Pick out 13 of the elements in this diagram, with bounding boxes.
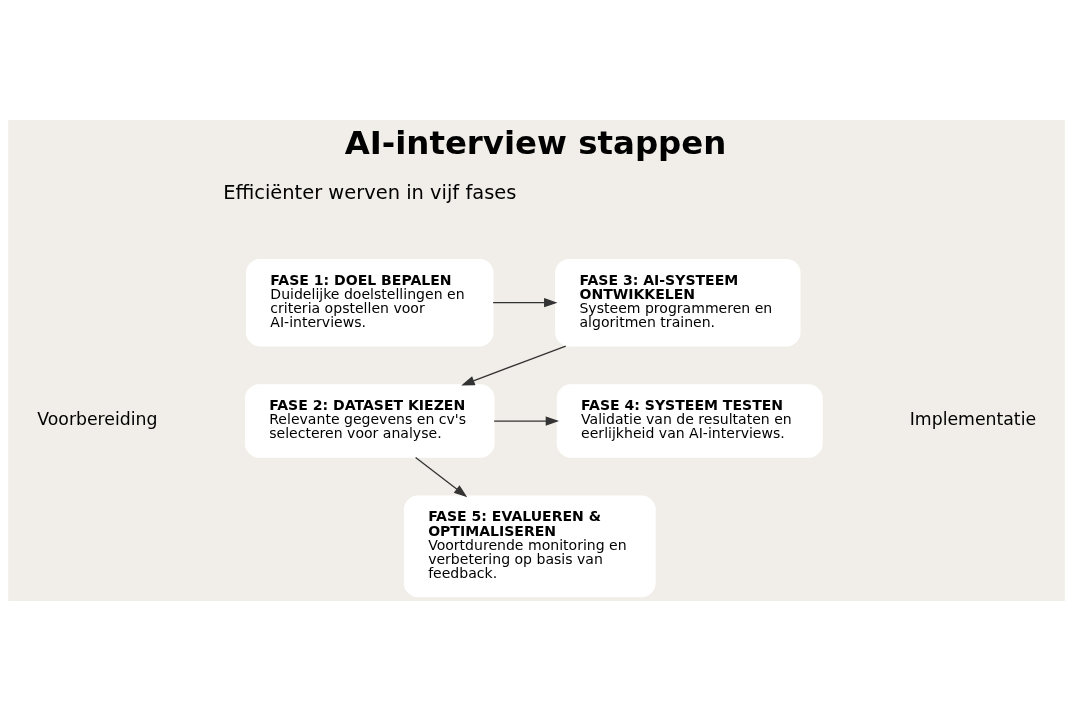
node-box: FASE 4: SYSTEEM TESTEN Validatie van de resultaten en eerlijkheid van AI-interviews. (556, 383, 823, 458)
label: Efficiënter werven in vijf fases (223, 180, 517, 204)
node-box: FASE 2: DATASET KIEZEN Relevante gegevens en cv's selecteren voor analyse. (244, 383, 495, 458)
diagram-title: AI-interview stappen (344, 123, 727, 162)
node-box: FASE 3: AI-SYSTEEM ONTWIKKELEN Systeem programmeren en algoritmen trainen. (555, 258, 801, 346)
arrow (493, 415, 560, 426)
label: Implementatie (909, 408, 1037, 429)
arrow (461, 344, 567, 385)
label: Voorbereiding (37, 408, 158, 429)
arrow (414, 456, 468, 497)
node-box: FASE 5: EVALUEREN & OPTIMALISEREN Voortdurende monitoring en verbetering op basis van feedback. (403, 495, 656, 597)
arrow (492, 297, 558, 307)
node-box: FASE 1: DOEL BEPALEN Duidelijke doelstellingen en criteria opstellen voor AI-interviews. (246, 258, 494, 346)
